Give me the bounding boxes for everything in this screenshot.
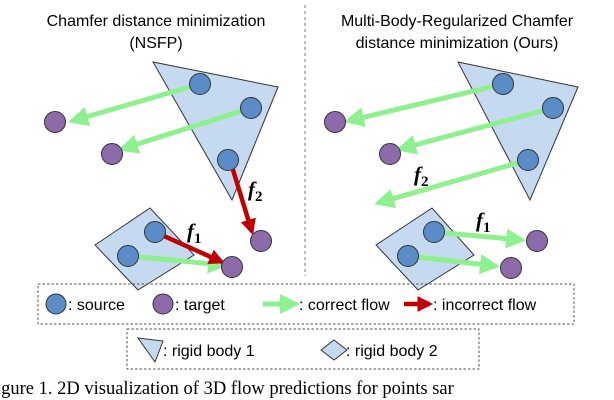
right-source-point (542, 97, 564, 119)
legend-rigid-body-2-label: : rigid body 2 (346, 343, 438, 360)
right-rigid-body-1 (457, 61, 579, 202)
left-source-point (144, 221, 166, 243)
left-rigid-body-1 (152, 61, 279, 202)
right-panel-title-line1: Multi-Body-Regularized Chamfer (341, 13, 574, 30)
left-source-point (217, 149, 239, 171)
figure-caption: igure 1. 2D visualization of 3D flow pre… (0, 379, 454, 399)
legend-box-points-flows (37, 283, 575, 325)
left-target-point (250, 230, 272, 252)
right-correct-flow-5 (407, 253, 500, 275)
left-flow-label-f1: f1 (187, 219, 202, 247)
left-target-point (101, 143, 123, 165)
left-flow-label-f2: f2 (248, 177, 263, 205)
legend-correct-flow-label: : correct flow (299, 297, 390, 314)
left-correct-flow-1 (68, 81, 201, 127)
left-correct-flow-2 (118, 105, 252, 154)
right-correct-flow-3 (374, 157, 529, 209)
right-target-point (500, 257, 522, 279)
legend-source-label: : source (68, 297, 125, 314)
legend-target-label: : target (175, 297, 225, 314)
right-target-point (526, 230, 548, 252)
left-target-point (44, 111, 66, 133)
legend-rigid-body-1-label: : rigid body 1 (163, 343, 255, 360)
left-panel-title-line2: (NSFP) (129, 35, 182, 52)
legend-rigid-body-2-marker (320, 339, 348, 361)
legend-source-marker (45, 293, 67, 315)
left-source-point (240, 97, 262, 119)
legend-rigid-body-1-marker (136, 337, 164, 364)
right-source-point (492, 73, 514, 95)
left-source-point (189, 73, 211, 95)
right-source-point (423, 221, 445, 243)
left-rigid-body-2 (94, 207, 195, 291)
left-incorrect-flow-f1 (154, 229, 225, 265)
right-flow-label-f1: f1 (476, 208, 491, 236)
legend-box-rigid-bodies (126, 328, 480, 370)
right-source-point (397, 245, 419, 267)
left-panel-title-line1: Chamfer distance minimization (47, 13, 266, 30)
left-source-point (117, 245, 139, 267)
right-rigid-body-2 (375, 207, 475, 291)
left-incorrect-flow-f2 (227, 159, 256, 236)
legend-incorrect-flow-label: : incorrect flow (433, 297, 537, 314)
right-correct-flow-1 (344, 81, 504, 128)
right-correct-flow-2 (396, 105, 554, 155)
right-source-point (517, 149, 539, 171)
legend-target-marker (152, 293, 174, 315)
right-correct-flow-4 (433, 228, 526, 249)
right-target-point (324, 111, 346, 133)
right-panel-title-line2: distance minimization (Ours) (356, 35, 559, 52)
right-flow-label-f2: f2 (414, 162, 429, 190)
right-target-point (379, 143, 401, 165)
left-target-point (221, 256, 243, 278)
